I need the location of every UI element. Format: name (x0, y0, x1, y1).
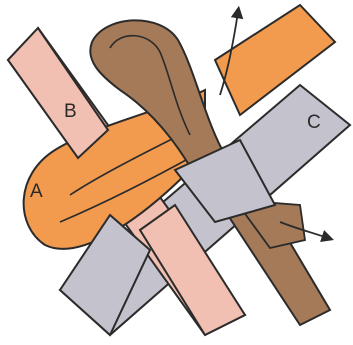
label-b: B (64, 101, 77, 122)
label-c: C (307, 112, 321, 133)
label-a: A (30, 181, 43, 202)
